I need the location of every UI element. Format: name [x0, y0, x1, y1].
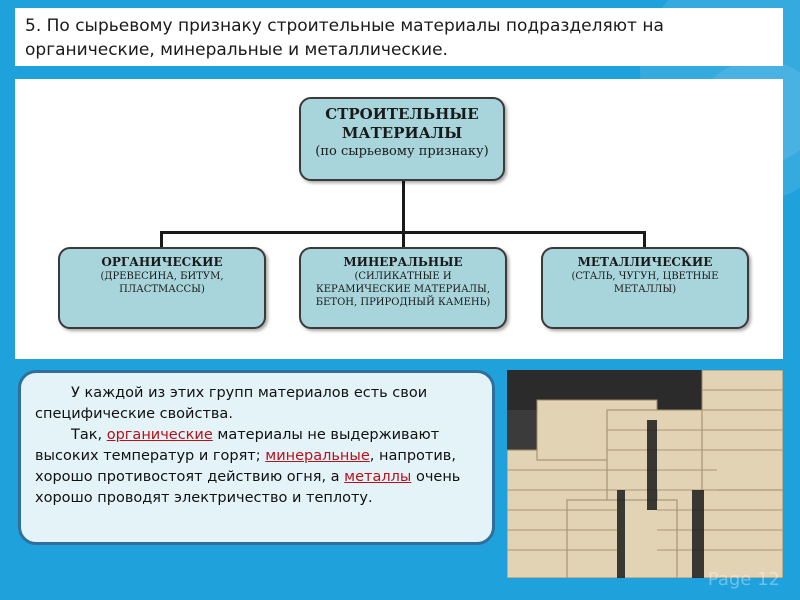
node-line: МЕТАЛЛЫ)	[613, 284, 677, 295]
classification-diagram: СТРОИТЕЛЬНЫЕ МАТЕРИАЛЫ (по сырьевому при…	[15, 79, 783, 359]
lumber-illustration	[507, 370, 783, 578]
highlight-metals: металлы	[344, 469, 412, 485]
heading-text: 5. По сырьевому признаку строительные ма…	[25, 16, 664, 60]
paragraph-1: У каждой из этих групп материалов есть с…	[35, 383, 478, 425]
node-line: (СИЛИКАТНЫЕ И	[354, 271, 452, 282]
node-metallic: МЕТАЛЛИЧЕСКИЕ (СТАЛЬ, ЧУГУН, ЦВЕТНЫЕ МЕТ…	[541, 247, 749, 329]
connector-left	[160, 231, 163, 247]
node-mineral: МИНЕРАЛЬНЫЕ (СИЛИКАТНЫЕ И КЕРАМИЧЕСКИЕ М…	[299, 247, 507, 329]
node-line: (СТАЛЬ, ЧУГУН, ЦВЕТНЫЕ	[571, 271, 719, 282]
connector-center	[402, 231, 405, 247]
slide-heading: 5. По сырьевому признаку строительные ма…	[15, 8, 783, 66]
text-segment: очень хорошо проводят электричество и те…	[35, 469, 461, 506]
paragraph-1-text: У каждой из этих групп материалов есть с…	[35, 385, 428, 422]
root-title-line1: СТРОИТЕЛЬНЫЕ	[325, 105, 479, 123]
text-segment: материалы не выдерживают высоких темпера…	[35, 427, 440, 464]
explanation-box: У каждой из этих групп материалов есть с…	[18, 370, 495, 545]
node-line: (ДРЕВЕСИНА, БИТУМ,	[100, 271, 224, 282]
highlight-mineral: минеральные	[265, 448, 370, 464]
page-number-label: Page 12	[707, 569, 780, 590]
node-title: ОРГАНИЧЕСКИЕ	[101, 255, 223, 269]
connector-vertical-root	[402, 181, 405, 233]
root-subtitle: (по сырьевому признаку)	[315, 144, 489, 159]
node-line: БЕТОН, ПРИРОДНЫЙ КАМЕНЬ)	[315, 297, 491, 308]
connector-right	[643, 231, 646, 247]
node-line: КЕРАМИЧЕСКИЕ МАТЕРИАЛЫ,	[315, 284, 491, 295]
lumber-stack-photo	[507, 370, 783, 578]
paragraph-2: Так, органические материалы не выдержива…	[35, 425, 478, 509]
highlight-organic: органические	[106, 427, 213, 443]
node-organic: ОРГАНИЧЕСКИЕ (ДРЕВЕСИНА, БИТУМ, ПЛАСТМАС…	[58, 247, 266, 329]
node-line: ПЛАСТМАССЫ)	[119, 284, 205, 295]
node-title: МИНЕРАЛЬНЫЕ	[343, 255, 463, 269]
root-title-line2: МАТЕРИАЛЫ	[341, 124, 463, 142]
node-title: МЕТАЛЛИЧЕСКИЕ	[577, 255, 713, 269]
text-segment: , напротив, хорошо противостоят действию…	[35, 448, 456, 485]
text-segment: Так,	[71, 427, 107, 443]
diagram-root-node: СТРОИТЕЛЬНЫЕ МАТЕРИАЛЫ (по сырьевому при…	[299, 97, 505, 181]
